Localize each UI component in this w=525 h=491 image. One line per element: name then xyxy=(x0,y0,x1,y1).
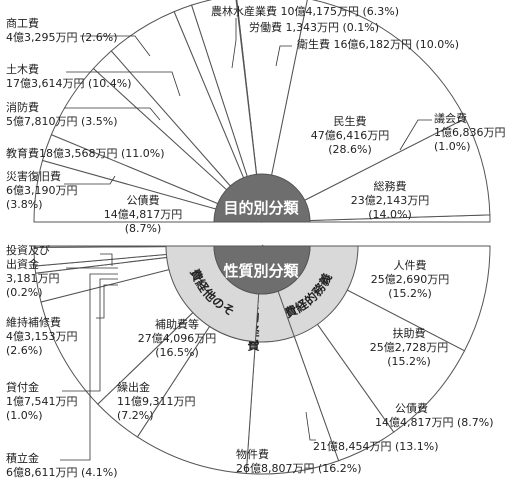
leader-line xyxy=(64,175,116,185)
leader-line xyxy=(399,119,432,151)
slice-purpose-11 xyxy=(33,159,263,223)
leader-line xyxy=(80,35,151,57)
nature-title: 性質別分類 xyxy=(223,262,299,280)
label-kyouikuhi: 教育費18億3,568万円 (11.0%) xyxy=(6,147,165,160)
label-nourinsuisangyouhi: 農林水産業費 10億4,175万円 (6.3%) xyxy=(211,5,400,18)
label-eiseihi: 衛生費 16億6,182万円 (10.0%) xyxy=(297,38,460,51)
leader-line xyxy=(62,278,118,392)
leader-line xyxy=(64,107,161,121)
leader-lines xyxy=(60,18,432,461)
label-roudouhi: 労働費 1,343万円 (0.1%) xyxy=(249,21,380,34)
leader-line xyxy=(100,253,113,266)
purpose-slices xyxy=(33,0,491,223)
leader-line xyxy=(66,71,181,97)
purpose-badge xyxy=(213,173,311,223)
slice-purpose-2 xyxy=(261,0,466,223)
leader-line xyxy=(275,45,292,67)
nature-badge xyxy=(213,245,311,295)
purpose-title: 目的別分類 xyxy=(223,199,299,217)
leader-line xyxy=(305,411,316,441)
leader-line xyxy=(231,18,237,69)
leader-line xyxy=(60,273,118,461)
slice-purpose-3 xyxy=(236,0,308,223)
band-char-sonota: 費 xyxy=(187,266,206,283)
label-toushiteki-total: 21億8,454万円 (13.1%) xyxy=(313,440,439,453)
center-badges xyxy=(213,173,311,295)
band-char-sonota: そ xyxy=(220,301,237,319)
